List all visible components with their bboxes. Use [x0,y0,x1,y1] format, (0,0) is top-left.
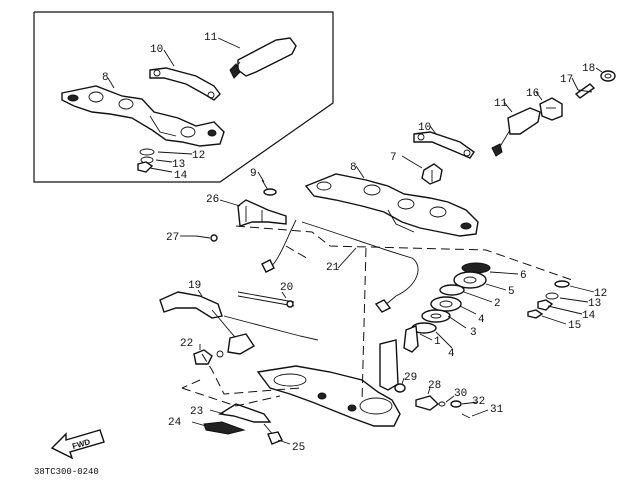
lower-plate-parts [203,403,283,445]
inset-lever-holder [229,37,297,79]
reference-code: 38TC300-0240 [34,467,99,477]
part-label: 14 [582,310,596,322]
part-label: 14 [174,170,188,182]
inset-bracket [149,67,221,101]
part-label: 5 [508,286,515,298]
part-label: 13 [172,159,185,171]
part-label: 15 [568,320,581,332]
handle-crown [304,173,479,237]
screw-27 [195,234,218,242]
part-label: 10 [418,122,431,134]
part-label: 17 [560,74,573,86]
bracket-19 [159,291,319,355]
part-label: 32 [472,396,485,408]
clamp-16 [539,97,563,121]
part-label: 12 [192,150,205,162]
bracket [413,131,475,159]
part-label: 21 [326,262,340,274]
washer-stack [411,262,491,334]
part-label: 3 [470,327,477,339]
fwd-arrow: FWD [50,429,105,460]
part-label: 11 [494,98,508,110]
part-label: 7 [390,152,397,164]
part-label: 8 [350,162,357,174]
pin-9 [261,179,277,196]
part-label: 29 [404,372,417,384]
steering-stem [256,325,419,427]
part-label: 23 [190,406,203,418]
part-label: 9 [250,168,257,180]
cable-21 [261,219,419,313]
part-label: 6 [520,270,527,282]
lever-holder [491,107,541,157]
fasteners-lower-right [394,383,471,419]
bracket-26 [237,199,287,227]
part-label: 16 [526,88,539,100]
inset-handle-crown [61,85,225,147]
part-label: 18 [582,63,595,75]
bolt-20 [237,291,295,308]
part-label: 4 [448,348,455,360]
part-label: 25 [292,442,305,454]
assembly-dashed-lines [181,225,573,407]
part-label: 10 [150,44,163,56]
part-label: 30 [454,388,467,400]
nut-18 [600,70,616,82]
part-label: 20 [280,282,293,294]
part-label: 2 [494,298,501,310]
inset-detail-box [33,11,334,183]
fasteners-right [527,280,570,319]
bolt-7 [421,163,443,185]
part-label: 8 [102,72,109,84]
part-label: 1 [434,336,441,348]
part-label: 27 [166,232,179,244]
part-label: 31 [490,404,504,416]
part-label: 12 [594,288,607,300]
part-label: 11 [204,32,218,44]
part-label: 24 [168,417,182,429]
part-number-labels: 11 10 8 12 13 14 11 10 16 17 18 7 8 9 26… [102,32,607,454]
leader-lines [107,37,603,445]
part-label: 28 [428,380,441,392]
bolt-17 [574,83,596,99]
part-label: 22 [180,338,193,350]
part-label: 13 [588,298,601,310]
part-label: 4 [478,314,485,326]
nut-22 [193,349,224,365]
part-label: 19 [188,280,201,292]
part-label: 26 [206,194,219,206]
inset-fasteners [137,148,155,173]
